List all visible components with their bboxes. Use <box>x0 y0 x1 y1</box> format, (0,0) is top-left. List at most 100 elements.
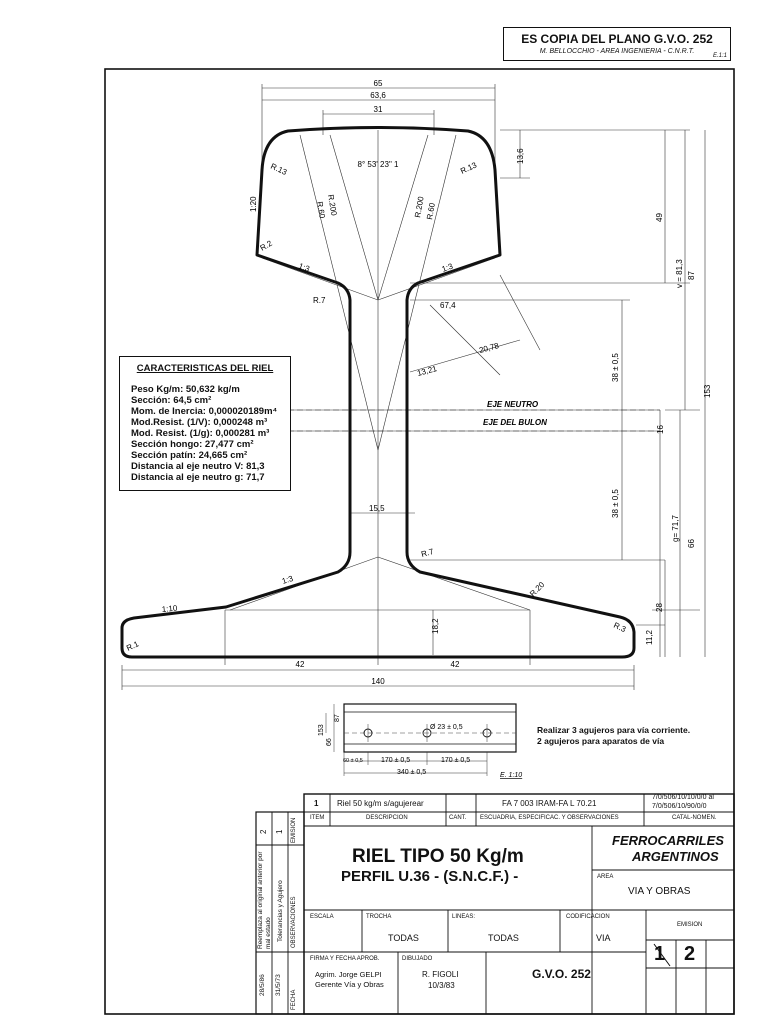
hole-dim-340: 340 ± 0,5 <box>397 769 426 776</box>
property-line: Distancia al eje neutro g: 71,7 <box>131 472 265 483</box>
header-item: ITEM <box>310 815 325 821</box>
dim-42-right: 42 <box>451 660 460 669</box>
property-line: Mod.Resist. (1/V): 0,000248 m³ <box>131 417 268 428</box>
side-header-observations: OBSERVACIONES <box>291 896 297 948</box>
dim-r60-right: R.60 <box>425 202 437 221</box>
header-description: DESCRIPCION <box>366 815 408 821</box>
copy-header: ES COPIA DEL PLANO G.V.O. 252 M. BELLOCC… <box>503 27 731 61</box>
dim-r7-top: R.7 <box>313 296 326 305</box>
item-number: 1 <box>314 799 319 808</box>
rail-properties-box: CARACTERISTICAS DEL RIEL Peso Kg/m: 50,6… <box>119 356 291 491</box>
approval-name: Agrim. Jorge GELPI <box>315 970 382 979</box>
property-line: Sección: 64,5 cm² <box>131 395 212 406</box>
hole-dim-170-b: 170 ± 0,5 <box>441 757 470 764</box>
item-catalog-1: 7/0/506/10/10/0/0 al <box>652 794 714 801</box>
property-line: Mod. Resist. (1/g): 0,000281 m³ <box>131 428 270 439</box>
header-quantity: CANT. <box>449 815 467 821</box>
dim-13-21: 13,21 <box>416 364 438 378</box>
lines-label: LINEAS: <box>452 914 476 920</box>
label-eje-bulon: EJE DEL BULON <box>483 418 547 427</box>
dim-16: 16 <box>656 425 665 434</box>
dim-slope-1-20: 1:20 <box>249 196 258 212</box>
dim-66: 66 <box>687 539 696 548</box>
dim-28: 28 <box>655 603 664 612</box>
dim-v-81-3: v = 81,3 <box>675 259 684 288</box>
side-header-emision: EMISION <box>291 817 297 843</box>
plan-number: G.V.O. 252 <box>532 967 591 981</box>
coding-label: CODIFICACION <box>566 914 610 920</box>
header-spec: ESCUADRIA, ESPECIFICAC. Y OBSERVACIONES <box>480 815 619 821</box>
hole-note-1: Realizar 3 agujeros para vía corriente. <box>537 725 691 735</box>
copy-header-title: ES COPIA DEL PLANO G.V.O. 252 <box>521 32 713 46</box>
dim-r13-right: R.13 <box>459 160 479 176</box>
hole-dim-87: 87 <box>334 714 341 722</box>
dim-slope-1-3-right: 1:3 <box>441 261 455 273</box>
gauge-label: TROCHA <box>366 914 392 920</box>
dim-18-2: 18,2 <box>431 618 440 634</box>
approval-role: Gerente Vía y Obras <box>315 980 384 989</box>
dim-63-6: 63,6 <box>370 91 386 100</box>
property-line: Distancia al eje neutro V: 81,3 <box>131 461 265 472</box>
item-spec: FA 7 003 IRAM-FA L 70.21 <box>502 799 597 808</box>
dim-r13-left: R.13 <box>269 162 289 178</box>
emission-label: EMISION <box>677 922 703 928</box>
side-observation-2: Reemplaza al original anterior por mal e… <box>257 851 272 949</box>
side-date-2: 28/5/86 <box>259 974 266 996</box>
dim-r2: R.2 <box>259 238 275 252</box>
property-line: Mom. de Inercia: 0,000020189m⁴ <box>131 406 278 417</box>
copy-header-subtitle: M. BELLOCCHIO - AREA INGENIERIA - C.N.R.… <box>539 48 695 55</box>
side-revision-2: 2 <box>259 829 268 834</box>
dim-slope-1-10: 1:10 <box>161 604 178 614</box>
scale-label: ESCALA <box>310 914 334 920</box>
property-line: Sección patín: 24,665 cm² <box>131 450 248 461</box>
dim-140: 140 <box>371 677 385 686</box>
dim-slope-1-3-foot: 1:3 <box>281 574 295 586</box>
dim-angle: 8° 53' 23" 1 <box>358 160 399 169</box>
logo-line-1: FERROCARRILES <box>612 833 724 848</box>
rail-outline <box>120 126 636 659</box>
side-date-1: 31/5/73 <box>275 974 282 996</box>
dim-slope-1-3-left: 1:3 <box>297 261 311 273</box>
logo-line-2: ARGENTINOS <box>632 849 719 864</box>
dim-r200-right: R.200 <box>413 195 426 218</box>
hole-dim-170-a: 170 ± 0,5 <box>381 757 410 764</box>
dim-49: 49 <box>655 213 664 222</box>
coding-value: VIA <box>596 933 611 943</box>
dim-153: 153 <box>703 384 712 398</box>
dim-38-bottom: 38 ± 0,5 <box>611 489 620 518</box>
dim-87: 87 <box>687 271 696 280</box>
drawn-date: 10/3/83 <box>428 981 455 990</box>
property-line: Sección hongo: 27,477 cm² <box>131 439 254 450</box>
dim-38-top: 38 ± 0,5 <box>611 353 620 382</box>
emission-old: 1 <box>654 943 666 965</box>
dim-r3: R.3 <box>612 621 628 635</box>
side-revision-1: 1 <box>275 829 284 834</box>
properties-title: CARACTERISTICAS DEL RIEL <box>136 363 274 374</box>
emission-new: 2 <box>684 943 696 965</box>
dim-15-5: 15,5 <box>369 504 385 513</box>
item-catalog-2: 7/0/506/10/90/0/0 <box>652 803 707 810</box>
hole-scale: E. 1:10 <box>500 772 522 779</box>
drawn-label: DIBUJADO <box>402 956 433 962</box>
dim-r1: R.1 <box>125 639 141 653</box>
titleblock-grid <box>255 793 735 1015</box>
dim-31: 31 <box>374 105 383 114</box>
dim-20-78: 20,78 <box>478 341 500 355</box>
dim-r7-bottom: R.7 <box>420 547 435 559</box>
dim-11-2: 11,2 <box>645 629 654 645</box>
header-catalog: CATAL-NOMEN. <box>672 815 717 821</box>
item-description: Riel 50 kg/m s/agujerear <box>337 799 424 808</box>
axis-lines <box>270 409 660 432</box>
dim-13-6: 13,6 <box>516 148 525 164</box>
hole-dim-153: 153 <box>318 724 325 736</box>
dim-42-left: 42 <box>296 660 305 669</box>
hole-dim-60: 60 ± 0,5 <box>343 758 363 764</box>
dim-67-4: 67,4 <box>440 301 456 310</box>
drawing-title: RIEL TIPO 50 Kg/m <box>352 846 524 867</box>
area-label: AREA <box>597 874 614 880</box>
property-line: Peso Kg/m: 50,632 kg/m <box>131 384 240 395</box>
side-header-date: FECHA <box>291 989 297 1010</box>
lines-value: TODAS <box>488 933 519 943</box>
